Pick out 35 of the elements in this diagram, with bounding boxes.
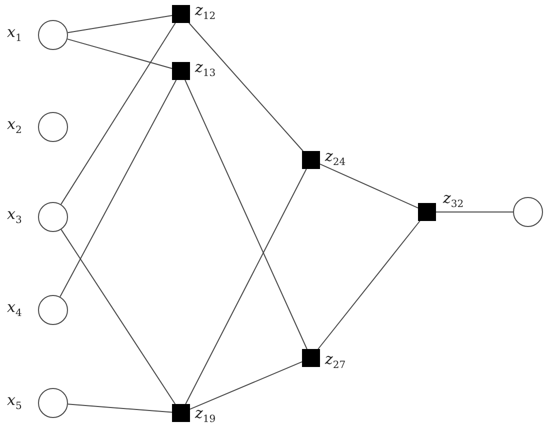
variable-label: x$_{2}$ — [7, 117, 22, 136]
connector-line — [66, 38, 172, 69]
variable-label: z$_{12}$ — [195, 3, 216, 22]
input-circle — [38, 112, 68, 142]
connector-line — [188, 22, 304, 152]
variable-label: x$_{3}$ — [7, 207, 22, 226]
input-circle — [38, 388, 68, 418]
hidden-unit-square — [302, 349, 320, 367]
hidden-unit-square — [172, 62, 190, 80]
connector-line — [190, 361, 302, 410]
input-circle — [38, 20, 68, 50]
variable-label: z$_{13}$ — [195, 60, 216, 79]
variable-label: z$_{32}$ — [443, 191, 464, 210]
input-circle — [513, 197, 543, 227]
connector-line — [67, 404, 172, 413]
connector-line — [320, 164, 418, 208]
hidden-unit-square — [172, 5, 190, 23]
variable-label: x$_{5}$ — [7, 393, 22, 412]
input-circle — [38, 295, 68, 325]
connector-line — [184, 80, 308, 350]
variable-label: z$_{19}$ — [195, 406, 216, 425]
variable-label: x$_{4}$ — [7, 300, 22, 319]
connector-line — [67, 14, 172, 34]
connector-line — [318, 220, 420, 350]
variable-label: x$_{1}$ — [7, 25, 22, 44]
connector-line — [60, 22, 176, 205]
connector-line — [185, 168, 307, 404]
hidden-unit-square — [418, 203, 436, 221]
connector-line — [60, 80, 177, 298]
hidden-unit-square — [172, 404, 190, 422]
connector-line — [60, 229, 176, 404]
variable-label: z$_{24}$ — [325, 149, 346, 168]
input-circle — [38, 202, 68, 232]
hidden-unit-square — [302, 151, 320, 169]
variable-label: z$_{27}$ — [325, 352, 346, 371]
